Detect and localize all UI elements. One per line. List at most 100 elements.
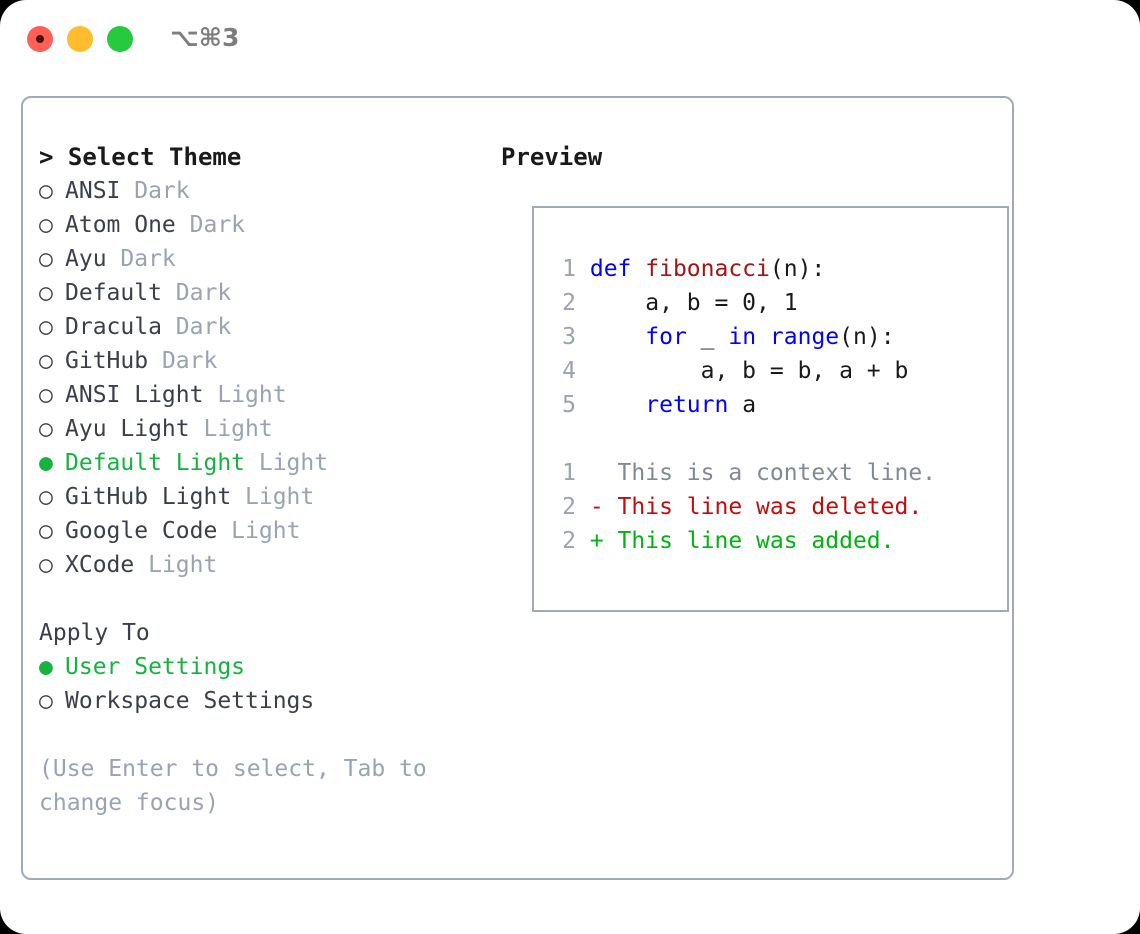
- theme-name: GitHub: [65, 348, 149, 374]
- code-token: (n):: [839, 324, 895, 350]
- code-token: a: [728, 392, 757, 418]
- theme-name: Default Light: [65, 450, 246, 476]
- window-controls[interactable]: [27, 26, 133, 52]
- preview-heading: Preview: [501, 143, 603, 171]
- code-token: in: [728, 324, 757, 350]
- code-token: fibonacci: [645, 256, 770, 282]
- theme-name: Ayu: [65, 246, 107, 272]
- radio-unselected-icon: ○: [39, 416, 53, 442]
- theme-name: XCode: [65, 552, 135, 578]
- theme-list-item[interactable]: ○Google Code Light: [39, 514, 489, 548]
- theme-kind-badge: Light: [217, 518, 301, 544]
- theme-picker-panel: > Select Theme ○ANSI Dark○Atom One Dark○…: [21, 96, 1014, 880]
- radio-unselected-icon: ○: [39, 280, 53, 306]
- code-token: for: [645, 324, 687, 350]
- select-theme-heading: > Select Theme: [39, 143, 242, 171]
- diff-text: + This line was added.: [576, 528, 895, 554]
- line-number: 2: [562, 494, 576, 520]
- keyboard-hint-text: (Use Enter to select, Tab to change focu…: [39, 756, 441, 816]
- radio-unselected-icon: ○: [39, 314, 53, 340]
- theme-kind-badge: Light: [231, 484, 315, 510]
- theme-kind-badge: Dark: [161, 314, 232, 340]
- diff-sample: 1 This is a context line.2 - This line w…: [548, 456, 998, 558]
- theme-name: Atom One: [65, 212, 176, 238]
- code-token: a, b = 0, 1: [589, 290, 798, 316]
- apply-to-label: Workspace Settings: [65, 688, 315, 714]
- code-token: [590, 324, 645, 350]
- theme-name: Dracula: [65, 314, 162, 340]
- preview-column: Preview 1 def fibonacci(n):2 a, b = 0, 1…: [501, 140, 1009, 612]
- close-button[interactable]: [27, 26, 53, 52]
- diff-text: - This line was deleted.: [576, 494, 923, 520]
- theme-list[interactable]: ○ ANSI Dark ○ Atom One Dark ○ Ayu Dark ○ Defaul…: [39, 174, 489, 582]
- diff-line: 2 - This line was deleted.: [548, 490, 998, 524]
- radio-unselected-icon: ○: [39, 212, 53, 238]
- line-number: 4: [562, 358, 576, 384]
- apply-to-heading: Apply To: [39, 620, 150, 646]
- line-number: 5: [562, 392, 576, 418]
- apply-to-option[interactable]: ●User Settings: [39, 650, 489, 684]
- radio-selected-icon: ●: [39, 450, 53, 476]
- diff-text: This is a context line.: [576, 460, 937, 486]
- theme-list-item[interactable]: ○ XCode Light: [39, 548, 489, 582]
- line-number: 1: [562, 460, 576, 486]
- theme-list-item[interactable]: ● Default Light Light: [39, 446, 489, 480]
- zoom-button[interactable]: [107, 26, 133, 52]
- theme-name: ANSI Light: [65, 382, 204, 408]
- theme-kind-badge: Light: [134, 552, 218, 578]
- theme-kind-badge: Dark: [175, 212, 246, 238]
- line-number: 2: [562, 290, 576, 316]
- line-number: 3: [562, 324, 576, 350]
- theme-list-item[interactable]: ○ Atom One Dark: [39, 208, 489, 242]
- line-number: 1: [562, 256, 576, 282]
- apply-to-options[interactable]: ●User Settings ○ Workspace Settings: [39, 650, 489, 718]
- theme-list-item[interactable]: ○Ayu Light Light: [39, 412, 489, 446]
- theme-list-item[interactable]: ○ GitHub Dark: [39, 344, 489, 378]
- minimize-button[interactable]: [67, 26, 93, 52]
- code-line: 2 a, b = 0, 1: [548, 286, 998, 320]
- code-line: 4 a, b = b, a + b: [548, 354, 998, 388]
- title-bar: ⌥⌘3: [0, 0, 1140, 78]
- line-number: 2: [562, 528, 576, 554]
- theme-kind-badge: Dark: [120, 178, 190, 204]
- code-text: return a: [576, 392, 756, 418]
- theme-kind-badge: Light: [245, 450, 329, 476]
- code-line: 5 return a: [548, 388, 998, 422]
- theme-list-item[interactable]: ○ ANSI Dark: [39, 174, 489, 208]
- diff-line: 2 + This line was added.: [548, 524, 998, 558]
- theme-name: ANSI: [65, 178, 121, 204]
- theme-list-item[interactable]: ○ ANSI Light Light: [39, 378, 489, 412]
- radio-unselected-icon: ○: [39, 246, 53, 272]
- radio-unselected-icon: ○: [39, 178, 53, 204]
- code-token: return: [645, 392, 729, 418]
- apply-to-option[interactable]: ○ Workspace Settings: [39, 684, 489, 718]
- diff-line: 1 This is a context line.: [548, 456, 998, 490]
- theme-list-item[interactable]: ○Ayu Dark: [39, 242, 489, 276]
- keyboard-shortcut-label: ⌥⌘3: [170, 23, 240, 52]
- apply-to-section: Apply To ●User Settings ○ Workspace Settin…: [39, 616, 489, 718]
- radio-unselected-icon: ○: [39, 382, 53, 408]
- theme-selection-column: > Select Theme ○ANSI Dark○Atom One Dark○…: [39, 140, 489, 820]
- theme-kind-badge: Light: [203, 382, 287, 408]
- theme-kind-badge: Dark: [148, 348, 218, 374]
- code-line: 1 def fibonacci(n):: [548, 252, 998, 286]
- code-line: 3 for _ in range(n):: [548, 320, 998, 354]
- radio-unselected-icon: ○: [39, 552, 53, 578]
- code-token: [756, 324, 770, 350]
- code-token: (n):: [769, 256, 826, 282]
- code-token: [590, 392, 645, 418]
- radio-unselected-icon: ○: [39, 348, 53, 374]
- theme-list-item[interactable]: ○ Default Dark: [39, 276, 489, 310]
- theme-name: Google Code: [65, 518, 218, 544]
- theme-name: Default: [65, 280, 162, 306]
- code-token: a, b = b, a + b: [589, 358, 909, 384]
- theme-kind-badge: Dark: [161, 280, 232, 306]
- radio-unselected-icon: ○: [39, 688, 53, 714]
- code-token: _: [686, 324, 729, 350]
- theme-name: GitHub Light: [65, 484, 232, 510]
- theme-list-item[interactable]: ○ Dracula Dark: [39, 310, 489, 344]
- theme-list-item[interactable]: ○GitHub Light Light: [39, 480, 489, 514]
